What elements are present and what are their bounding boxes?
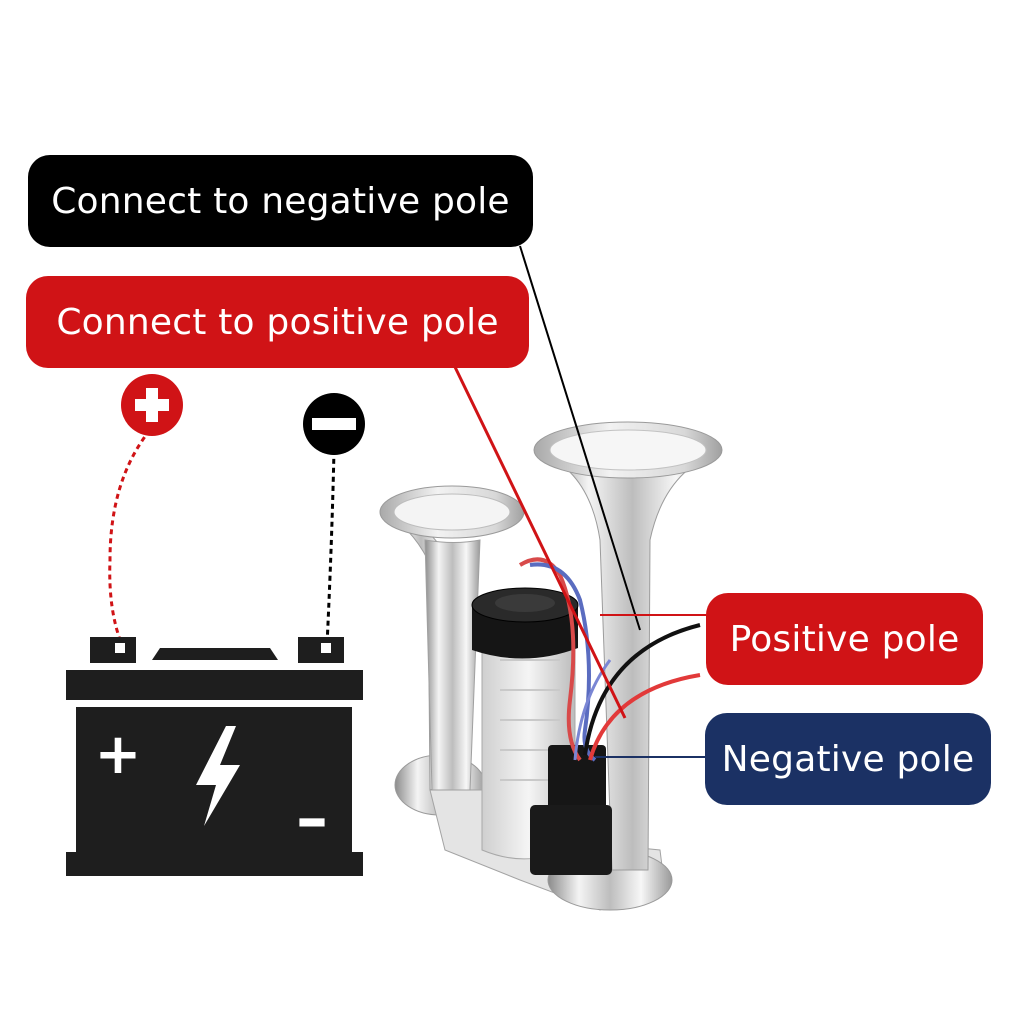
plus-circle-icon — [121, 374, 183, 436]
wire-red-2 — [588, 673, 701, 761]
connect-positive-pole-text: Connect to positive pole — [56, 301, 499, 343]
connect-negative-pole-text: Connect to negative pole — [51, 180, 510, 222]
wire-blue-2 — [573, 659, 612, 761]
wire-black — [583, 623, 701, 756]
short-trumpet-mouth — [393, 493, 511, 531]
battery-terminal-positive — [90, 637, 136, 663]
wire-red-1 — [518, 557, 582, 762]
negative-pole-label: Negative pole — [705, 713, 991, 805]
battery-bottom — [66, 852, 363, 876]
battery-minus-symbol: – — [296, 782, 328, 856]
positive-pole-text: Positive pole — [729, 618, 960, 660]
battery-vent — [152, 648, 278, 660]
pointer-positive-connect — [453, 366, 627, 719]
negative-pole-text: Negative pole — [721, 738, 975, 780]
connect-positive-pole-label: Connect to positive pole — [26, 276, 529, 368]
tall-trumpet-mouth — [549, 429, 707, 471]
connector-block — [548, 745, 606, 815]
minus-circle-icon — [303, 393, 365, 455]
car-battery-icon: + – — [66, 637, 363, 876]
lightning-icon — [196, 726, 240, 826]
positive-dashed-lead — [108, 429, 152, 646]
battery-lid — [66, 670, 363, 700]
pointer-negative-connect — [519, 245, 641, 631]
short-trumpet-body — [424, 539, 481, 791]
connect-negative-pole-label: Connect to negative pole — [28, 155, 533, 247]
compressor-cap-center — [495, 594, 555, 612]
air-horn-image — [379, 421, 723, 911]
negative-dashed-lead — [325, 449, 336, 646]
positive-pole-label: Positive pole — [706, 593, 983, 685]
relay-block — [530, 805, 612, 875]
battery-plus-symbol: + — [95, 722, 142, 787]
